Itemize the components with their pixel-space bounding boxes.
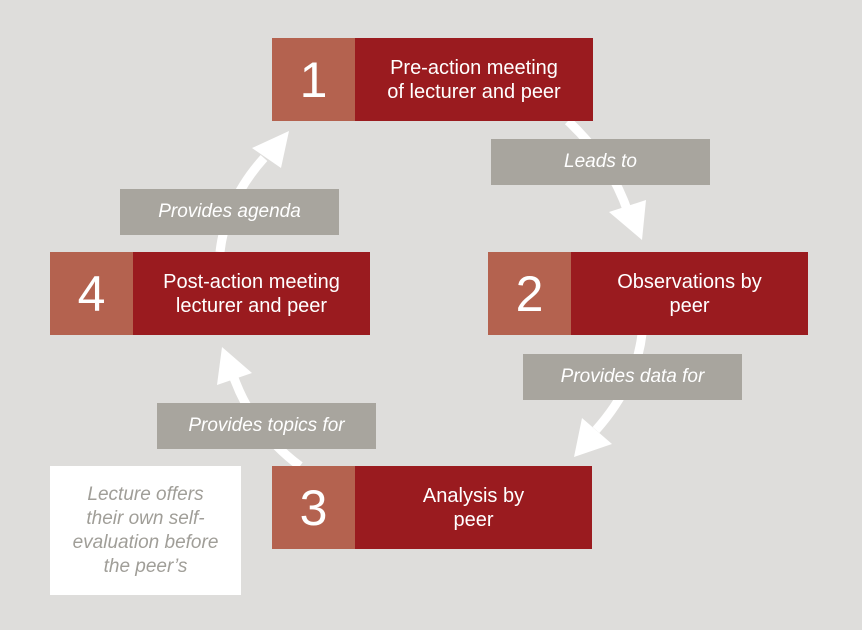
step-3: 3 Analysis by peer [272,466,592,549]
step-label: Observations by peer [571,252,808,335]
connector-label-provides-data-for: Provides data for [523,354,742,400]
connector-label-provides-agenda: Provides agenda [120,189,339,235]
step-4: 4 Post-action meeting lecturer and peer [50,252,370,335]
step-number: 4 [50,252,133,335]
connector-label-leads-to: Leads to [491,139,710,185]
step-number: 1 [272,38,355,121]
arrowhead-4-to-1 [252,131,289,168]
step-number: 2 [488,252,571,335]
step-number: 3 [272,466,355,549]
step-label: Analysis by peer [355,466,592,549]
connector-label-provides-topics-for: Provides topics for [157,403,376,449]
arrowhead-1-to-2 [609,200,646,240]
step-label: Post-action meeting lecturer and peer [133,252,370,335]
step-label: Pre-action meeting of lecturer and peer [355,38,593,121]
self-evaluation-note: Lecture offers their own self- evaluatio… [50,466,241,595]
step-2: 2 Observations by peer [488,252,808,335]
step-1: 1 Pre-action meeting of lecturer and pee… [272,38,593,121]
arrowhead-2-to-3 [574,418,612,457]
arrowhead-3-to-4 [217,347,252,385]
